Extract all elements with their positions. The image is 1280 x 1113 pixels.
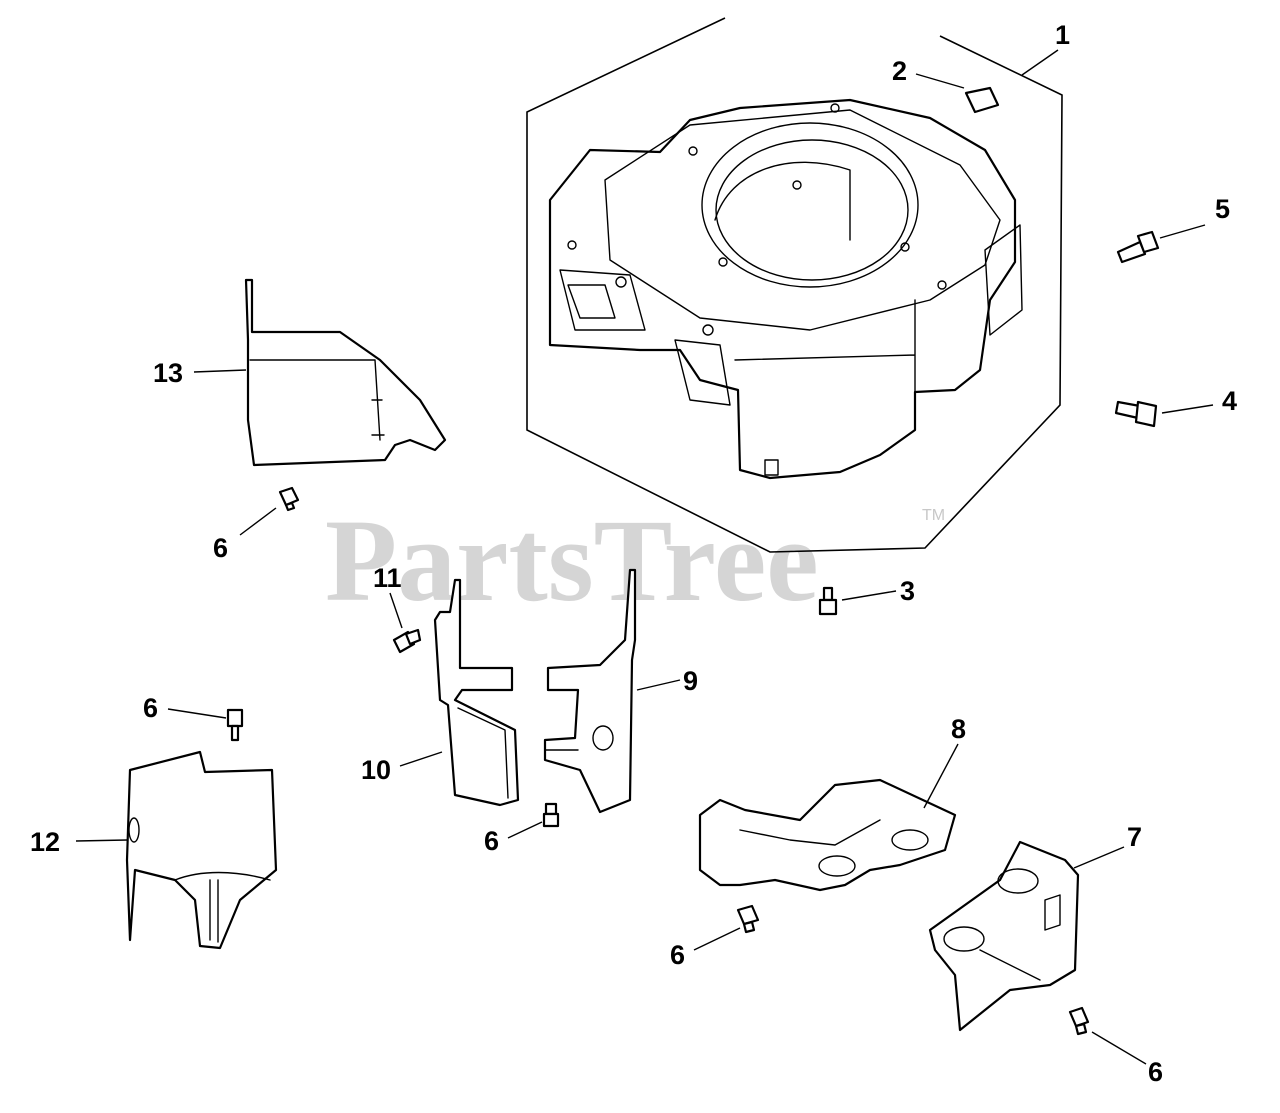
- callout-7[interactable]: 7: [1127, 822, 1142, 852]
- leader-11: [389, 592, 403, 629]
- part-13-shield[interactable]: [244, 278, 447, 467]
- part-6-bolt-a[interactable]: [278, 486, 300, 512]
- part-7-baffle[interactable]: [928, 840, 1080, 1032]
- callout-12[interactable]: 12: [30, 827, 60, 857]
- callout-6-c[interactable]: 6: [484, 826, 499, 856]
- callout-9[interactable]: 9: [683, 666, 698, 696]
- part-4-bolt[interactable]: [1114, 400, 1158, 428]
- leader-4: [1161, 404, 1214, 414]
- part-8-baffle[interactable]: [698, 778, 957, 892]
- callout-6-e[interactable]: 6: [1148, 1057, 1163, 1087]
- callout-5[interactable]: 5: [1215, 194, 1230, 224]
- leader-6e: [1091, 1031, 1147, 1065]
- leader-6b: [167, 708, 227, 719]
- watermark: PartsTree TM: [325, 495, 945, 626]
- leader-6d: [693, 927, 741, 951]
- callout-2[interactable]: 2: [892, 56, 907, 86]
- part-6-bolt-d[interactable]: [736, 904, 760, 934]
- assembly-frame: [526, 17, 1063, 553]
- callout-4[interactable]: 4: [1222, 386, 1237, 416]
- callout-13[interactable]: 13: [153, 358, 183, 388]
- leader-8: [923, 743, 959, 809]
- callouts: 1 2 3 4 5 6 6 6 6 6 7 8 9 10 11 12 13: [30, 20, 1237, 1087]
- part-3-bolt[interactable]: [818, 586, 838, 616]
- leader-3: [841, 590, 897, 601]
- part-2-nut[interactable]: [964, 86, 1000, 114]
- callout-8[interactable]: 8: [951, 714, 966, 744]
- leader-13: [193, 369, 247, 373]
- watermark-text: PartsTree: [325, 495, 819, 626]
- part-1-blower-housing[interactable]: [548, 98, 1023, 480]
- leader-12: [75, 839, 128, 842]
- leader-6a: [239, 507, 277, 536]
- leader-1: [1021, 49, 1059, 76]
- callout-3[interactable]: 3: [900, 576, 915, 606]
- callout-11[interactable]: 11: [373, 563, 402, 593]
- callout-6-a[interactable]: 6: [213, 533, 228, 563]
- callout-6-b[interactable]: 6: [143, 693, 158, 723]
- part-10-bracket[interactable]: [433, 578, 520, 807]
- callout-1[interactable]: 1: [1055, 20, 1070, 50]
- part-6-bolt-c[interactable]: [542, 802, 560, 828]
- leader-2: [915, 73, 965, 89]
- leader-7: [1073, 846, 1125, 869]
- leader-6c: [507, 821, 543, 839]
- part-11-bolt[interactable]: [392, 628, 422, 654]
- part-6-bolt-e[interactable]: [1068, 1006, 1090, 1036]
- leader-10: [399, 751, 443, 767]
- callout-6-d[interactable]: 6: [670, 940, 685, 970]
- part-9-bracket[interactable]: [543, 568, 637, 814]
- leader-lines: [75, 49, 1214, 1065]
- leader-5: [1159, 224, 1206, 239]
- part-6-bolt-b[interactable]: [226, 708, 244, 742]
- callout-10[interactable]: 10: [361, 755, 391, 785]
- part-12-shroud[interactable]: [125, 750, 278, 950]
- leader-9: [636, 679, 681, 691]
- watermark-trademark: TM: [922, 507, 945, 524]
- part-5-bolt[interactable]: [1116, 230, 1160, 264]
